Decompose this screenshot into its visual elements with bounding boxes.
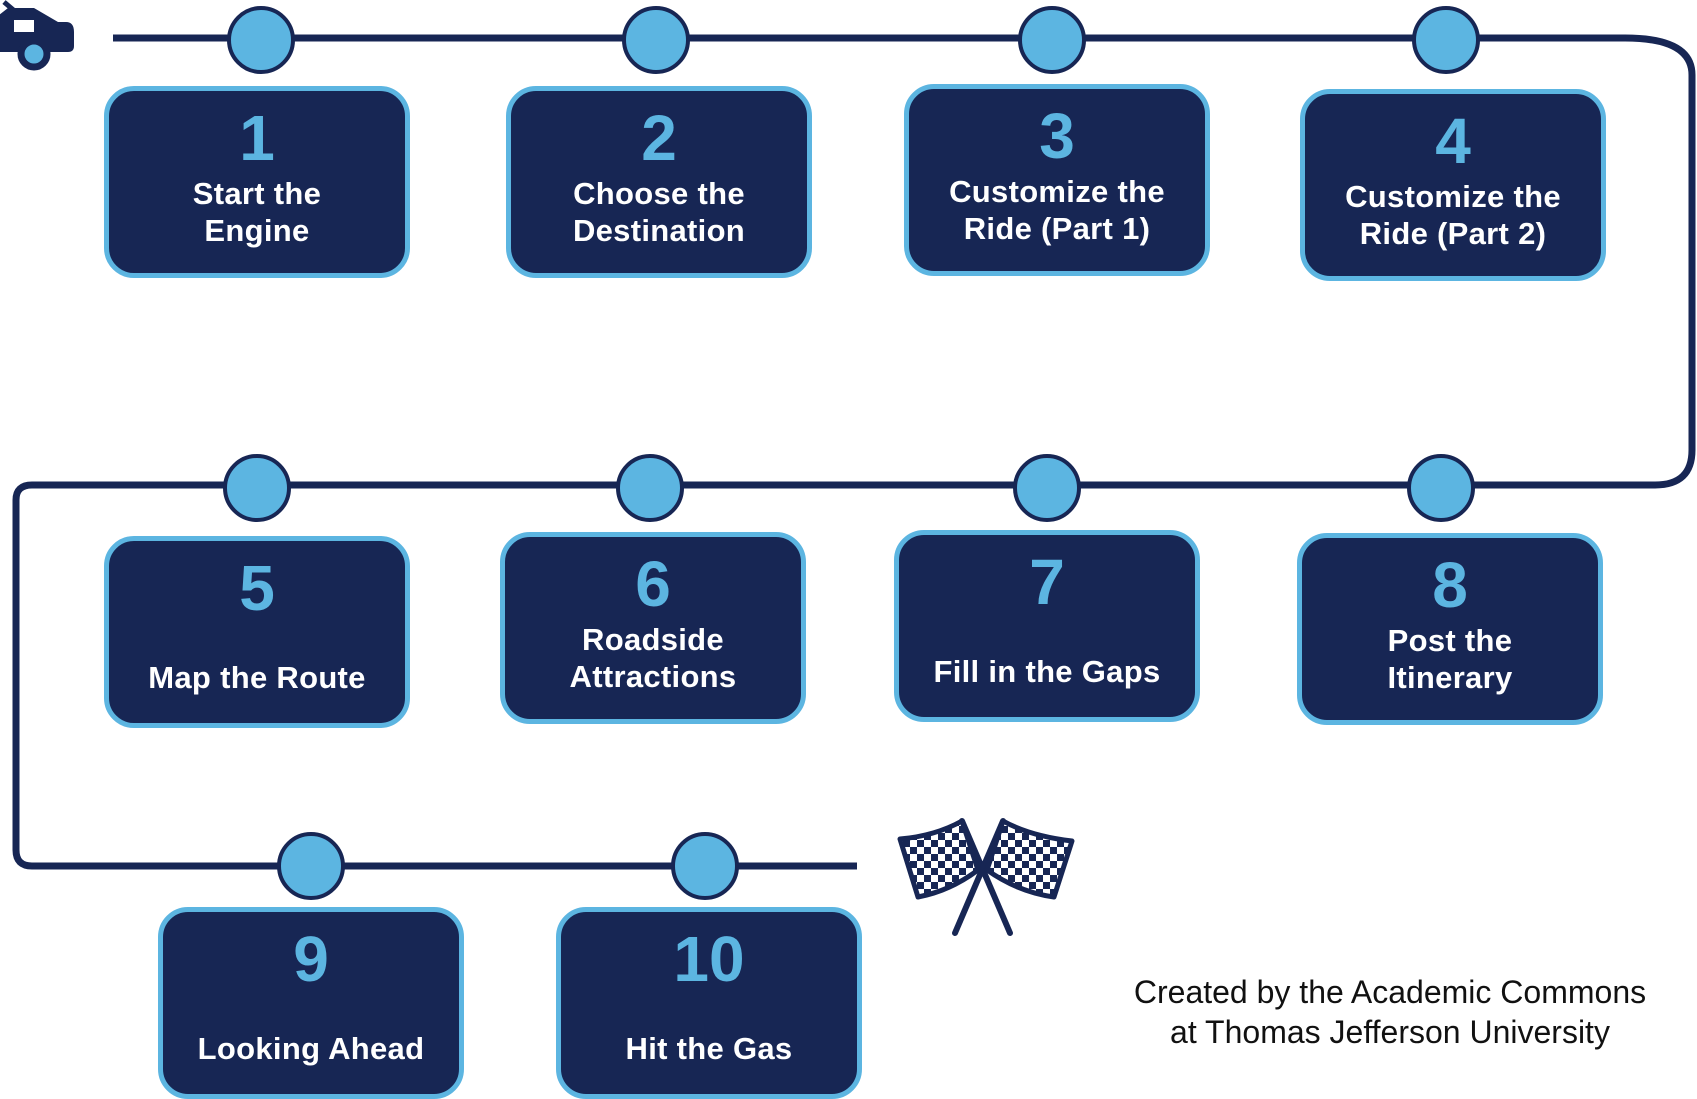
step-label: Looking Ahead xyxy=(197,1031,425,1066)
milestone-marker-6 xyxy=(616,454,684,522)
step-card-5: 5 Map the Route xyxy=(104,536,410,728)
milestone-marker-3 xyxy=(1018,6,1086,74)
milestone-marker-4 xyxy=(1412,6,1480,74)
credit-line-2: at Thomas Jefferson University xyxy=(1170,1014,1610,1050)
step-number: 1 xyxy=(239,102,275,174)
milestone-marker-1 xyxy=(227,6,295,74)
step-number: 6 xyxy=(635,548,671,620)
step-number: 5 xyxy=(239,552,275,624)
milestone-marker-10 xyxy=(671,832,739,900)
step-label: Fill in the Gaps xyxy=(933,654,1161,689)
car-icon xyxy=(0,0,74,71)
milestone-marker-5 xyxy=(223,454,291,522)
milestone-marker-8 xyxy=(1407,454,1475,522)
credit-text: Created by the Academic Commons at Thoma… xyxy=(1095,972,1685,1052)
milestone-marker-9 xyxy=(277,832,345,900)
milestone-marker-2 xyxy=(622,6,690,74)
step-number: 2 xyxy=(641,102,677,174)
milestone-markers xyxy=(223,6,1480,900)
milestone-marker-7 xyxy=(1013,454,1081,522)
step-number: 7 xyxy=(1029,546,1065,618)
credit-line-1: Created by the Academic Commons xyxy=(1133,974,1647,1010)
step-number: 8 xyxy=(1432,549,1468,621)
step-card-9: 9 Looking Ahead xyxy=(158,907,464,1099)
step-number: 9 xyxy=(293,923,329,995)
step-number: 4 xyxy=(1435,105,1471,177)
checkered-flags-icon xyxy=(897,818,1075,936)
step-card-10: 10 Hit the Gas xyxy=(556,907,862,1099)
step-number: 3 xyxy=(1039,100,1075,172)
step-label: Map the Route xyxy=(148,660,366,695)
step-number: 10 xyxy=(673,923,745,995)
step-card-7: 7 Fill in the Gaps xyxy=(894,530,1200,722)
step-label: Hit the Gas xyxy=(625,1031,793,1066)
